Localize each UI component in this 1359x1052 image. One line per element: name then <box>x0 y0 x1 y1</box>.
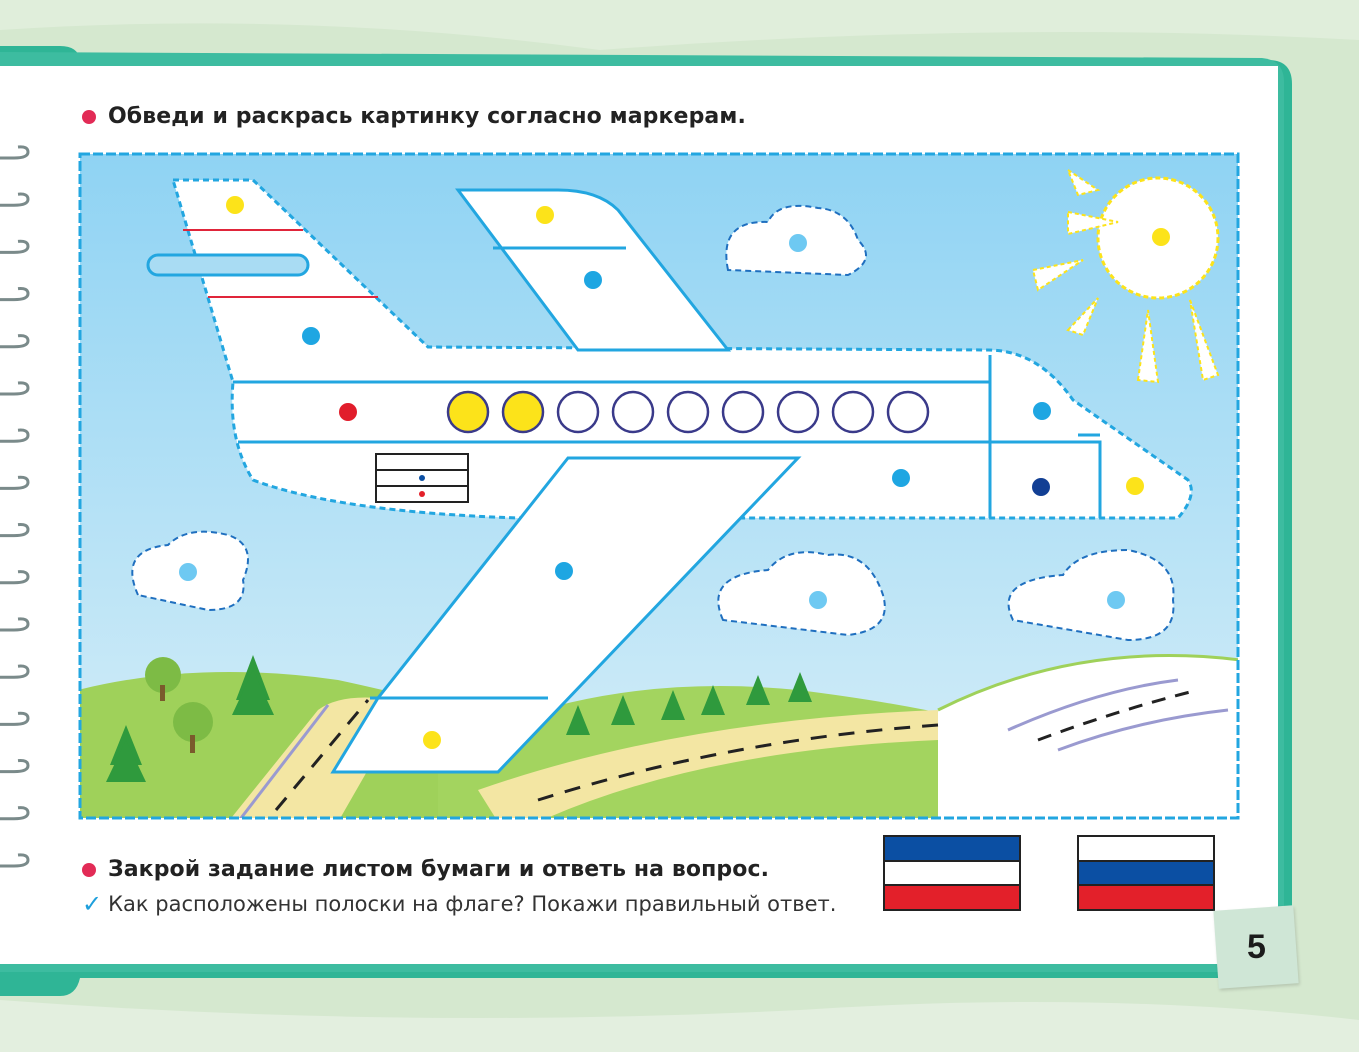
task-1-text: Обведи и раскрась картинку согласно марк… <box>108 104 746 129</box>
bullet-dot-icon <box>82 109 96 124</box>
spiral-ring <box>0 711 30 726</box>
spiral-ring <box>0 570 30 585</box>
tree-icon <box>106 655 812 782</box>
airplane-icon <box>146 178 1193 774</box>
flag-stripe <box>885 884 1019 910</box>
task-2-instruction: Закрой задание листом бумаги и ответь на… <box>82 857 769 882</box>
spiral-ring <box>0 145 30 160</box>
flag-option-1[interactable] <box>883 835 1021 911</box>
spiral-ring <box>0 428 30 443</box>
spiral-ring <box>0 617 30 632</box>
page-number-tab: 5 <box>1213 905 1299 989</box>
spiral-ring <box>0 853 30 868</box>
spiral-ring <box>0 239 30 254</box>
coloring-picture <box>78 152 1240 820</box>
task-2-question: ✓ Как расположены полоски на флаге? Пока… <box>82 892 836 916</box>
task-2-text: Закрой задание листом бумаги и ответь на… <box>108 857 770 882</box>
flag-stripe <box>1079 884 1213 910</box>
spiral-ring <box>0 192 30 207</box>
spiral-ring <box>0 334 30 349</box>
spiral-ring <box>0 381 30 396</box>
spiral-ring <box>0 806 30 821</box>
spiral-ring <box>0 664 30 679</box>
task-1-instruction: Обведи и раскрась картинку согласно марк… <box>82 104 746 129</box>
spiral-ring <box>0 758 30 774</box>
spiral-ring <box>0 522 30 538</box>
task-2-question-text: Как расположены полоски на флаге? Покажи… <box>108 892 837 916</box>
bullet-dot-icon <box>82 862 96 877</box>
spiral-ring <box>0 286 30 302</box>
spiral-ring <box>0 475 30 490</box>
check-icon: ✓ <box>82 890 103 918</box>
flag-stripe <box>1079 859 1213 885</box>
spiral-binding <box>0 145 30 868</box>
page-number: 5 <box>1246 927 1266 966</box>
flag-stripe <box>885 837 1019 860</box>
color-markers <box>179 196 1170 749</box>
flag-option-2[interactable] <box>1077 835 1215 911</box>
flag-stripe <box>885 859 1019 885</box>
flag-stripe <box>1079 837 1213 860</box>
